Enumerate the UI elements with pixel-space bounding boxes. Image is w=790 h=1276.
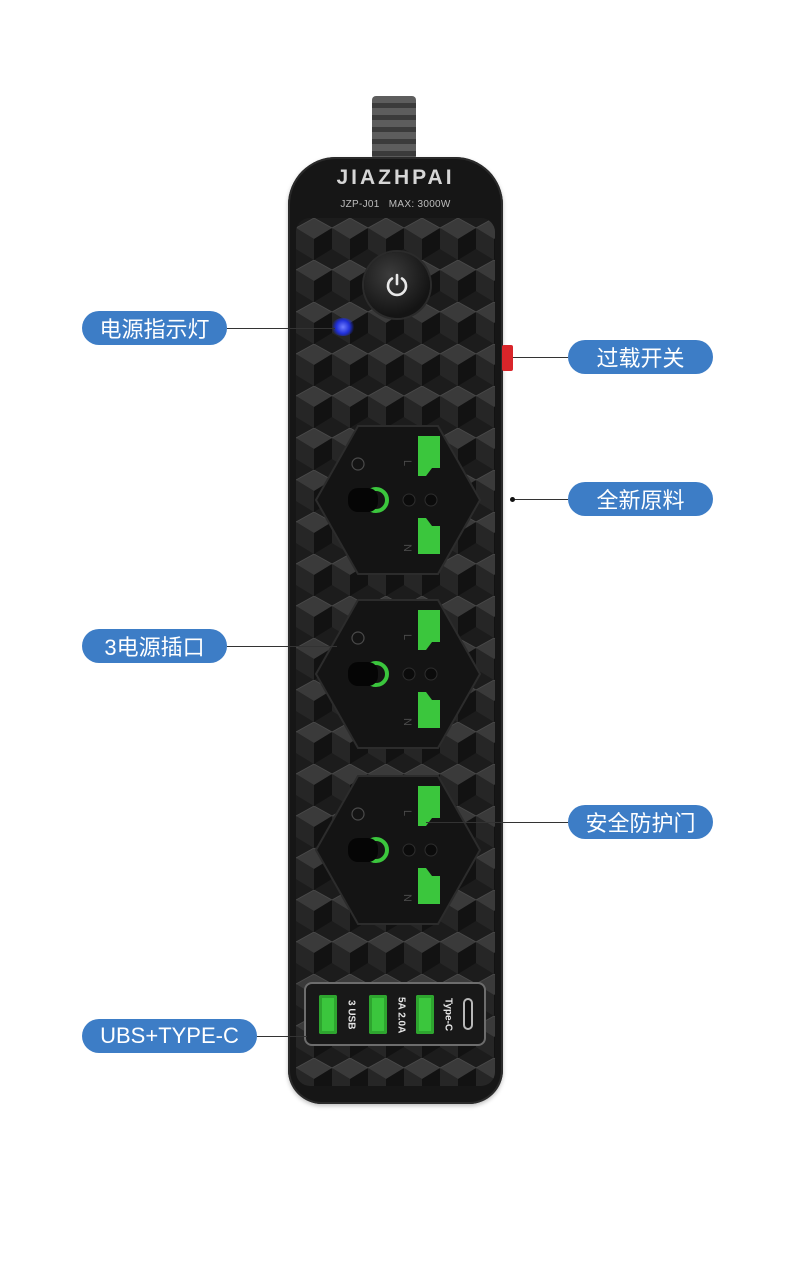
model-info: JZP-J01 MAX: 3000W — [288, 199, 503, 210]
live-slot — [418, 436, 440, 476]
callout-usb-type-c: UBS+TYPE-C — [82, 1019, 257, 1053]
usb-port[interactable] — [369, 995, 387, 1034]
brand-logo: JIAZHPAI — [336, 166, 455, 189]
callout-three-sockets: 3电源插口 — [82, 629, 227, 663]
earth-symbol-icon — [351, 457, 365, 471]
usb-panel: 3 USB 5A 2.0A Type-C — [304, 982, 486, 1046]
neutral-mark: N — [401, 894, 413, 902]
max-power: MAX: 3000W — [388, 199, 451, 210]
callout-safety-shutter: 安全防护门 — [568, 805, 713, 839]
earth-symbol-icon — [351, 807, 365, 821]
leader-line — [227, 646, 337, 647]
callout-power-indicator: 电源指示灯 — [82, 311, 227, 345]
type-c-port[interactable] — [463, 998, 473, 1030]
socket-face — [314, 775, 482, 925]
leader-line — [426, 822, 568, 823]
callout-new-material: 全新原料 — [568, 482, 713, 516]
earth-slot — [348, 838, 378, 862]
live-slot — [418, 786, 440, 826]
socket-face — [314, 599, 482, 749]
power-cord — [372, 96, 416, 160]
neutral-slot — [418, 692, 440, 728]
leader-line — [257, 1036, 307, 1037]
model-number: JZP-J01 — [340, 199, 380, 210]
neutral-slot — [418, 868, 440, 904]
usb-label: 5A 2.0A — [395, 996, 407, 1034]
leader-dot — [510, 497, 515, 502]
socket-hole — [424, 493, 438, 507]
live-mark: L — [401, 810, 413, 816]
earth-slot — [348, 488, 378, 512]
usb-label: Type-C — [442, 998, 454, 1032]
power-indicator-light — [331, 318, 355, 336]
socket-hole — [402, 843, 416, 857]
earth-symbol-icon — [351, 631, 365, 645]
socket-hole — [424, 667, 438, 681]
overload-switch[interactable] — [502, 345, 513, 371]
usb-port[interactable] — [319, 995, 337, 1034]
neutral-slot — [418, 518, 440, 554]
power-button[interactable] — [364, 252, 430, 318]
live-slot — [418, 610, 440, 650]
neutral-mark: N — [401, 718, 413, 726]
leader-line — [227, 328, 335, 329]
usb-label: 3 USB — [345, 1000, 357, 1030]
socket-hole — [402, 667, 416, 681]
socket-hole — [402, 493, 416, 507]
neutral-mark: N — [401, 544, 413, 552]
socket-face — [314, 425, 482, 575]
live-mark: L — [401, 634, 413, 640]
leader-line — [513, 357, 568, 358]
earth-slot — [348, 662, 378, 686]
socket-hole — [424, 843, 438, 857]
leader-line — [513, 499, 568, 500]
usb-port[interactable] — [416, 995, 434, 1034]
power-icon — [386, 273, 408, 297]
callout-overload-switch: 过载开关 — [568, 340, 713, 374]
live-mark: L — [401, 460, 413, 466]
